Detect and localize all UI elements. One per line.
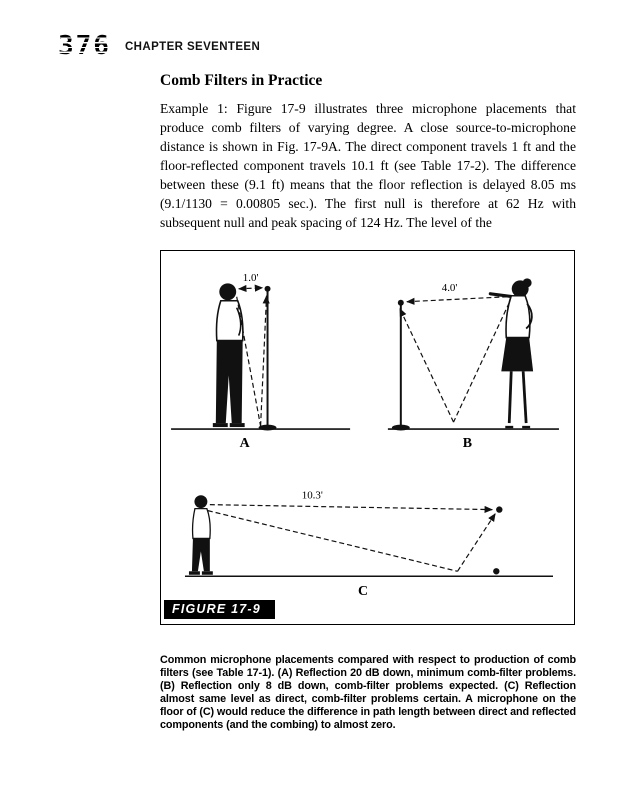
distance-label-c: 10.3' (302, 490, 323, 502)
microphone-stand-b (391, 299, 410, 431)
floor-microphone-c (493, 568, 500, 575)
section-title: Comb Filters in Practice (160, 72, 323, 89)
panel-b: 4.0' B (387, 278, 559, 451)
direct-path-c (209, 504, 493, 514)
reflected-path-up-a (259, 295, 270, 427)
distance-label-b: 4.0' (442, 282, 458, 294)
body-paragraph: Example 1: Figure 17-9 illustrates three… (160, 101, 576, 230)
reflected-path-down-a (236, 296, 262, 427)
reflected-path-up-c (457, 513, 496, 572)
page-header: 376 CHAPTER SEVENTEEN (58, 31, 261, 61)
talker-figure-c (188, 495, 213, 575)
page-number: 376 (58, 31, 111, 61)
direct-path-b (406, 296, 508, 305)
panel-letter-a: A (240, 436, 250, 451)
reflected-path-up-b (399, 308, 455, 423)
talker-figure-a (212, 283, 245, 428)
reflected-path-down-b (452, 302, 510, 423)
panel-c: 10.3' C (184, 490, 554, 599)
panel-letter-c: C (358, 584, 368, 599)
reflected-path-down-c (207, 510, 458, 572)
text-column: Comb Filters in Practice Example 1: Figu… (160, 72, 576, 232)
panel-letter-b: B (463, 436, 472, 451)
figure-illustration: 1.0' A 4.0' (171, 272, 559, 599)
figure-caption: Common microphone placements compared wi… (160, 654, 576, 731)
chapter-heading: CHAPTER SEVENTEEN (124, 41, 261, 53)
panel-a: 1.0' A (171, 272, 351, 451)
figure-number-badge: FIGURE 17-9 (164, 600, 275, 619)
figure-17-9: 1.0' A 4.0' (160, 250, 575, 625)
talker-figure-b (488, 278, 534, 429)
suspended-microphone-c (496, 506, 503, 513)
distance-label-a: 1.0' (243, 272, 259, 284)
microphone-stand-a (258, 285, 277, 431)
direct-path-a (238, 284, 264, 293)
